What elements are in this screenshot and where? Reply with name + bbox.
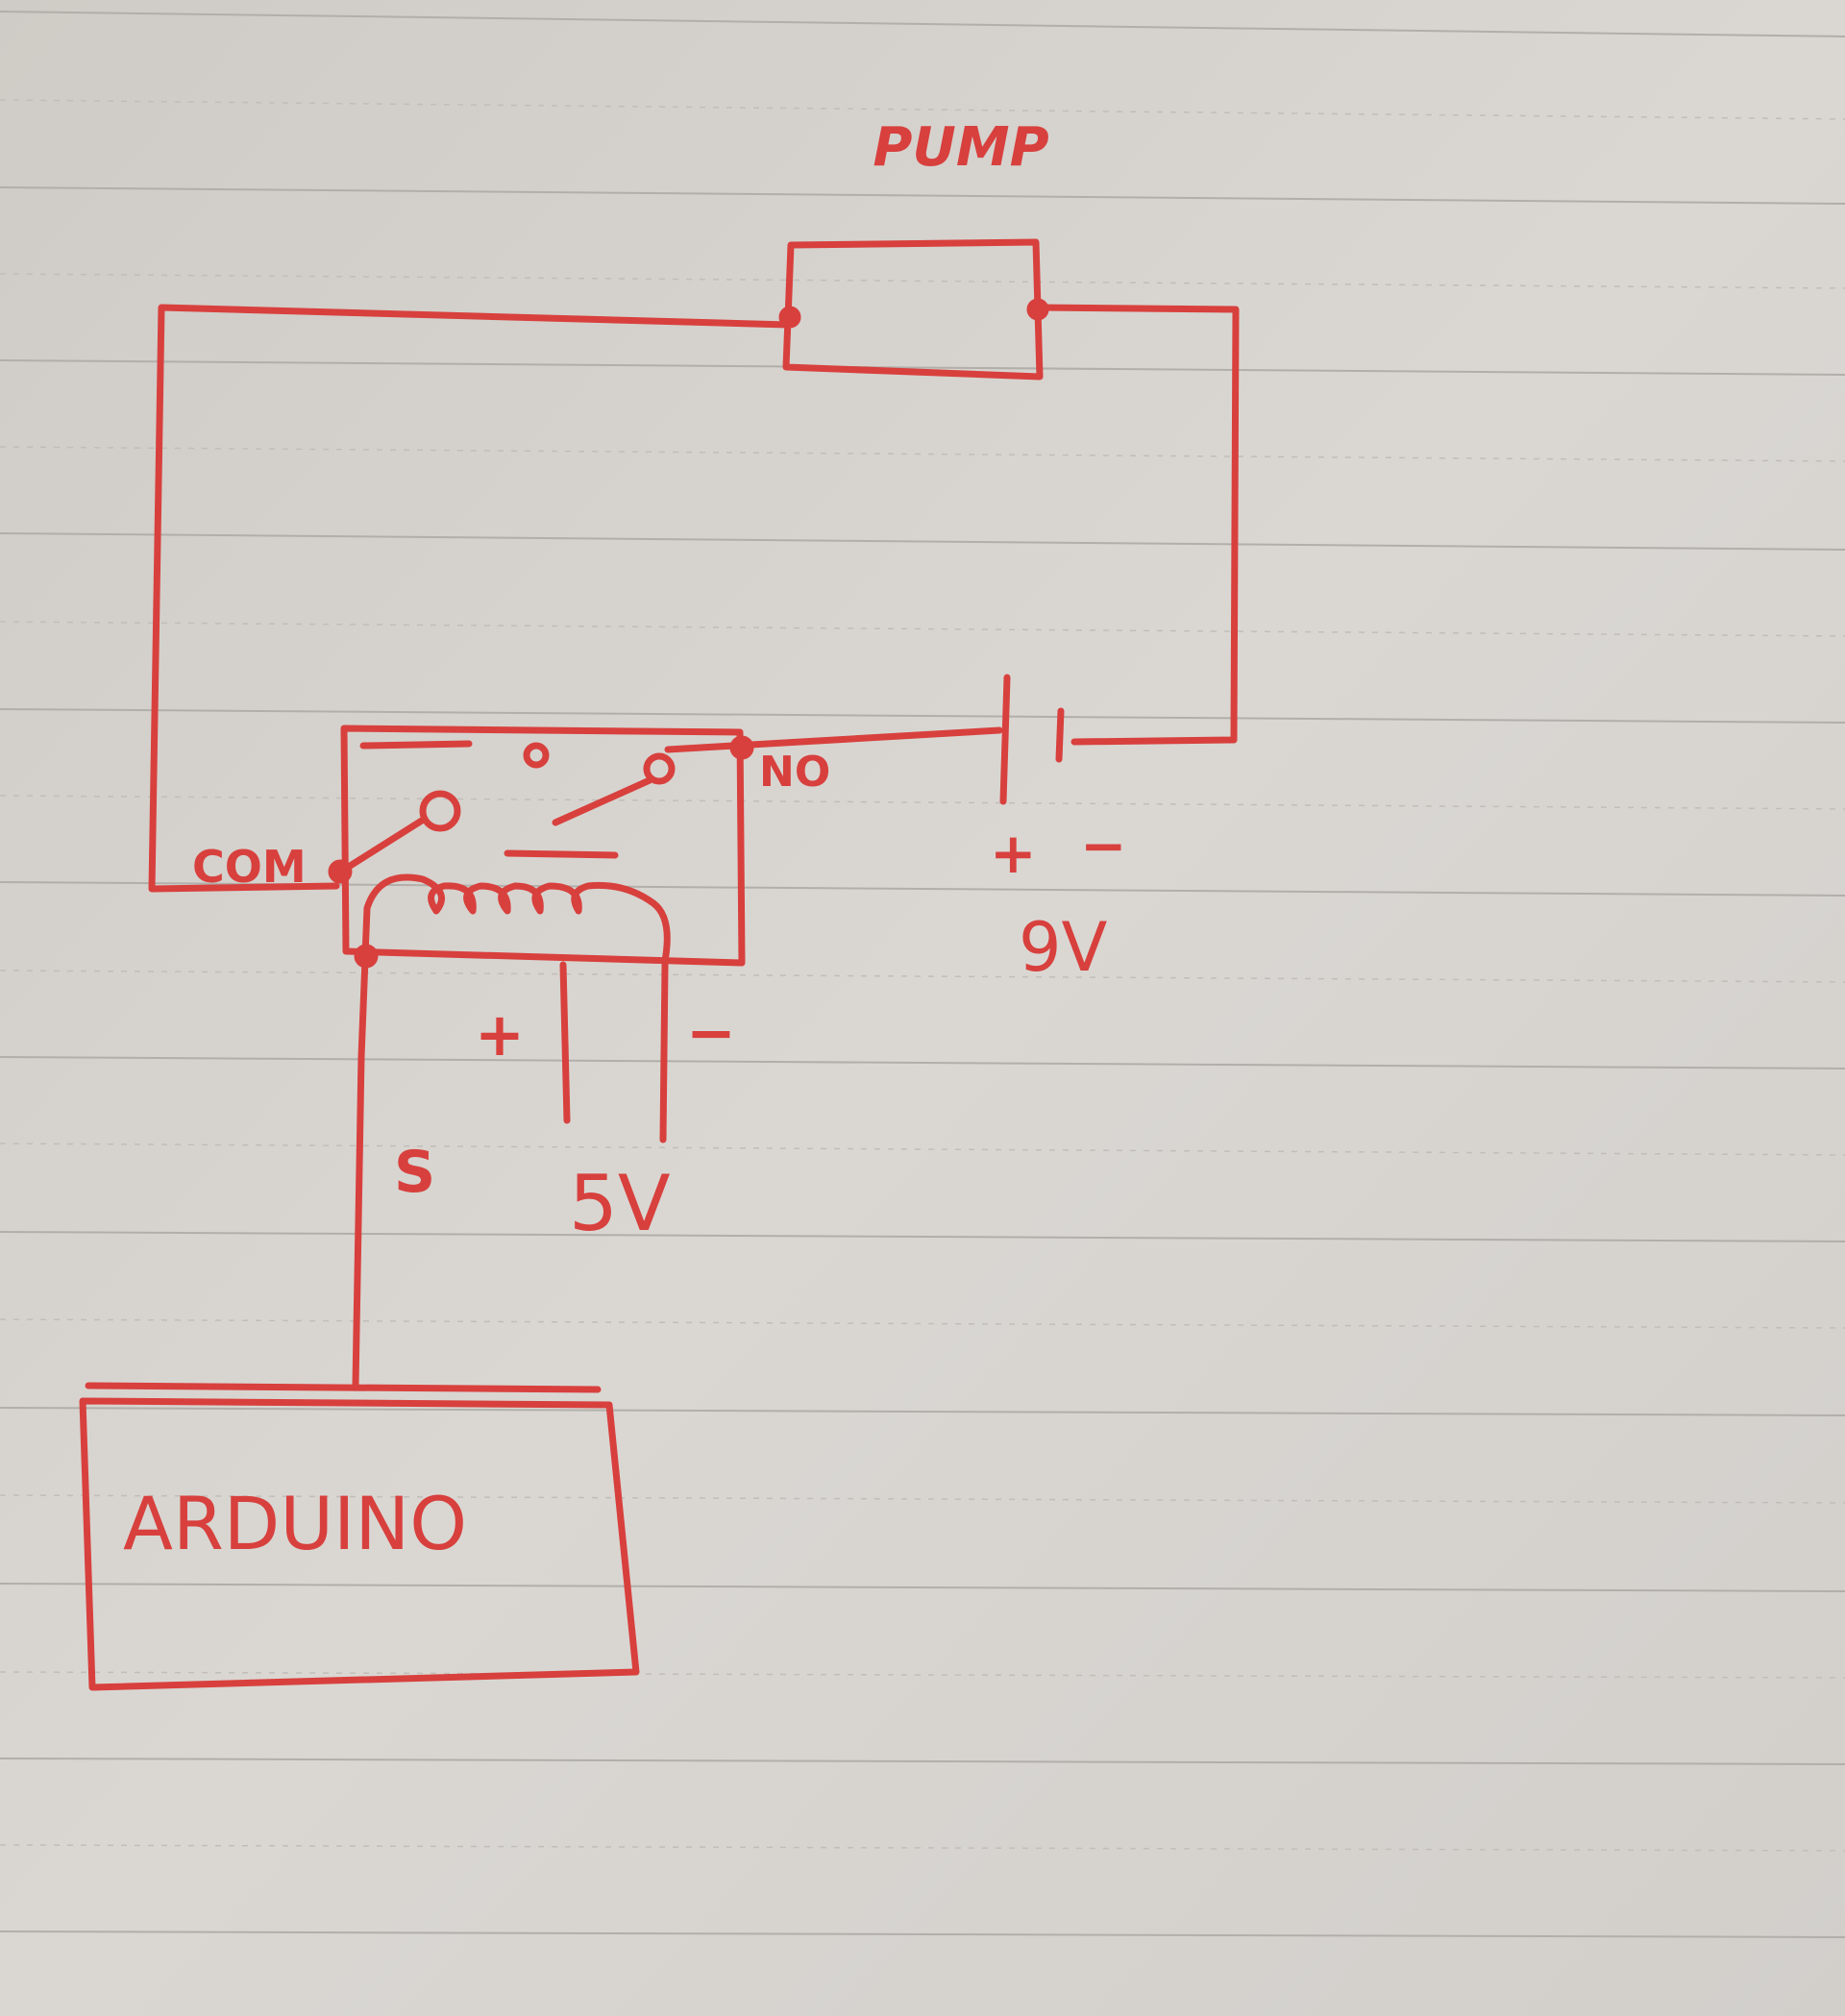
supply-plus-pin	[559, 961, 571, 1124]
battery-short-plate	[1055, 707, 1065, 763]
wire-pump-to-battery	[1036, 304, 1240, 746]
relay-com-contact	[419, 790, 461, 832]
arduino-box	[79, 1382, 640, 1691]
wire-no-to-battery	[664, 726, 1003, 753]
battery-long-plate	[999, 674, 1011, 805]
wire-signal-to-arduino	[352, 955, 369, 1389]
no-label: NO	[759, 748, 830, 797]
signal-label: S	[394, 1139, 435, 1206]
relay-nc-contact	[523, 742, 550, 769]
relay-contact-bar-top	[359, 740, 473, 750]
relay-com-arm	[340, 815, 429, 873]
relay-coil	[361, 873, 671, 965]
com-label: COM	[192, 841, 307, 893]
supply-minus-pin	[659, 961, 669, 1143]
battery-plus-label: +	[990, 821, 1037, 886]
supply-voltage-label: 5V	[569, 1159, 671, 1248]
supply-minus-label: −	[686, 997, 736, 1068]
arduino-label: ARDUINO	[123, 1481, 467, 1566]
relay-no-contact	[643, 752, 676, 785]
relay-core-line	[504, 849, 619, 859]
faint-ruled-lines	[0, 99, 1845, 1852]
wire-pump-to-com	[148, 304, 792, 893]
battery-minus-label: −	[1080, 813, 1127, 878]
relay-com-terminal	[328, 859, 353, 884]
supply-plus-label: +	[475, 999, 525, 1069]
relay-armature	[552, 776, 653, 826]
pump-label: PUMP	[873, 116, 1048, 179]
battery-voltage-label: 9V	[1019, 908, 1108, 987]
